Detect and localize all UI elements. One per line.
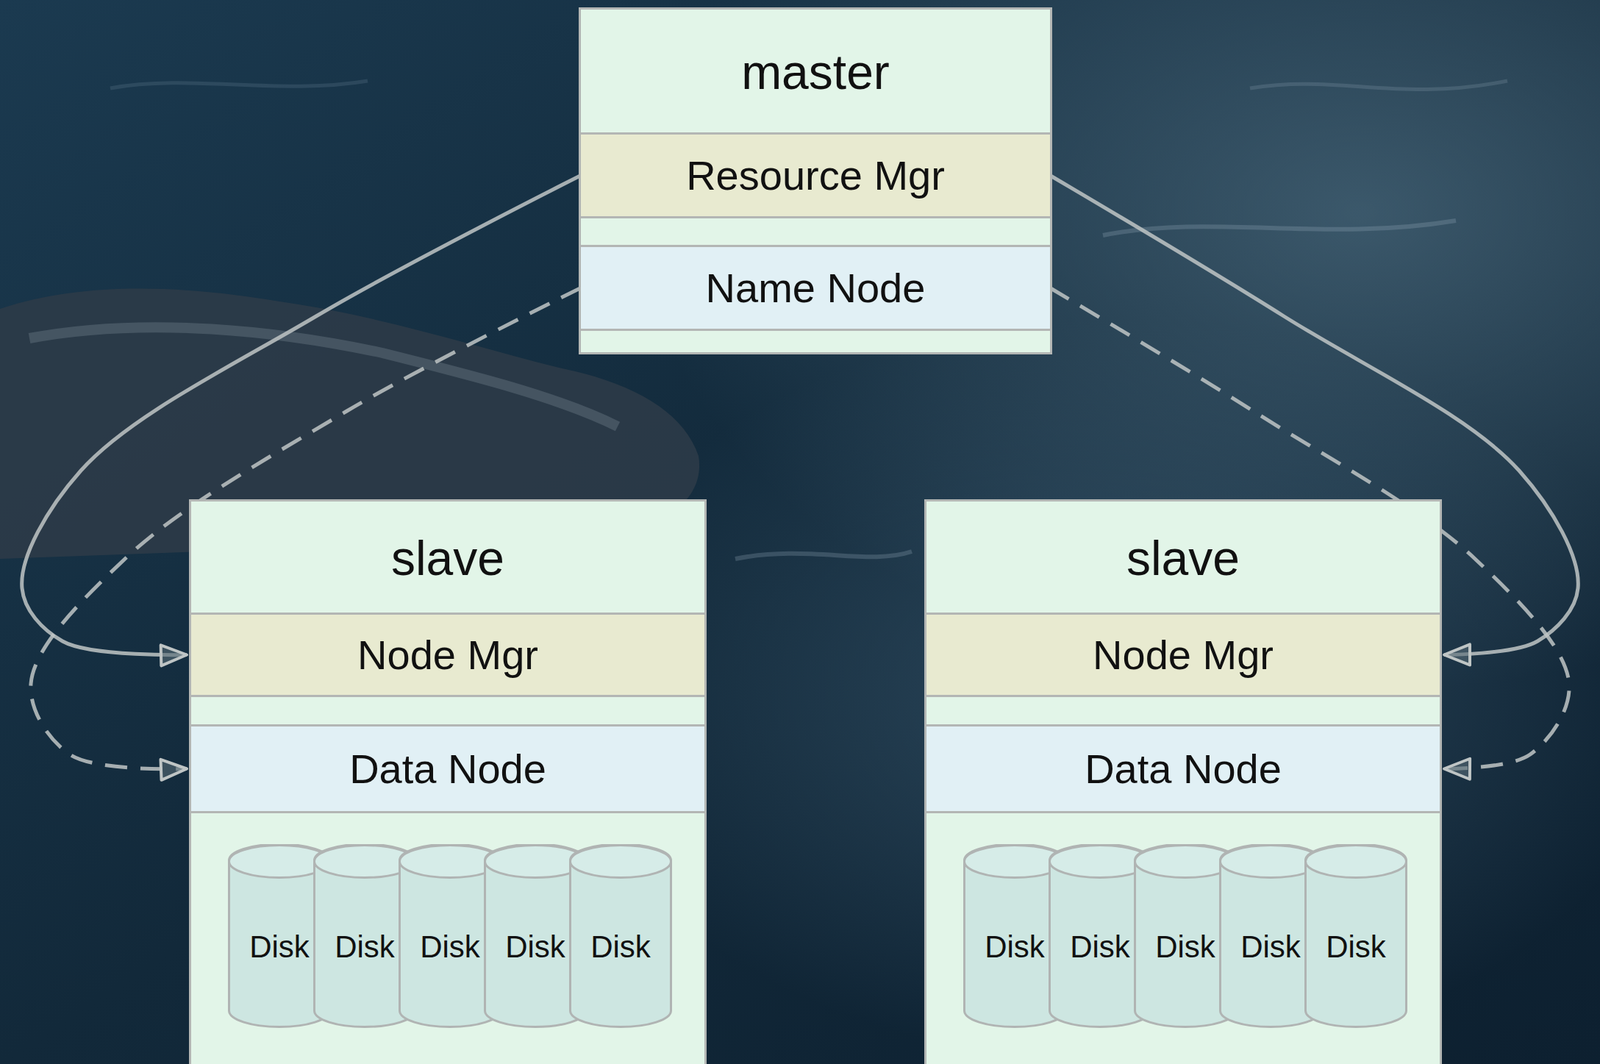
band-label: Data Node	[1084, 744, 1282, 793]
box-title: slave	[191, 501, 705, 615]
band-label: Data Node	[349, 744, 547, 793]
node-manager: Node Mgr	[191, 612, 705, 698]
disk-top	[570, 845, 672, 878]
box-title: slave	[926, 501, 1440, 615]
disk-label: Disk	[1304, 928, 1408, 966]
wave	[735, 551, 912, 559]
band-label: Node Mgr	[1092, 630, 1274, 679]
wave	[1102, 220, 1456, 236]
disk-top	[1305, 845, 1407, 878]
data-node: Data Node	[926, 724, 1440, 814]
wave	[1250, 80, 1508, 90]
box-title: master	[580, 9, 1050, 135]
node-manager: Node Mgr	[926, 612, 1440, 698]
master-box: masterResource MgrName Node	[578, 7, 1053, 355]
resource-manager: Resource Mgr	[580, 132, 1050, 219]
band-label: Node Mgr	[357, 630, 539, 679]
name-node: Name Node	[580, 244, 1050, 331]
slave-box: slaveNode MgrData NodeDiskDiskDiskDiskDi…	[924, 499, 1442, 1064]
rock-texture	[29, 327, 618, 427]
slave-box: slaveNode MgrData NodeDiskDiskDiskDiskDi…	[188, 499, 707, 1064]
wave	[110, 80, 368, 89]
band-label: Name Node	[705, 263, 926, 312]
data-node: Data Node	[191, 724, 705, 814]
disk: Disk	[569, 844, 673, 1028]
disk-label: Disk	[569, 928, 673, 966]
band-label: Resource Mgr	[686, 151, 945, 200]
disk: Disk	[1304, 844, 1408, 1028]
